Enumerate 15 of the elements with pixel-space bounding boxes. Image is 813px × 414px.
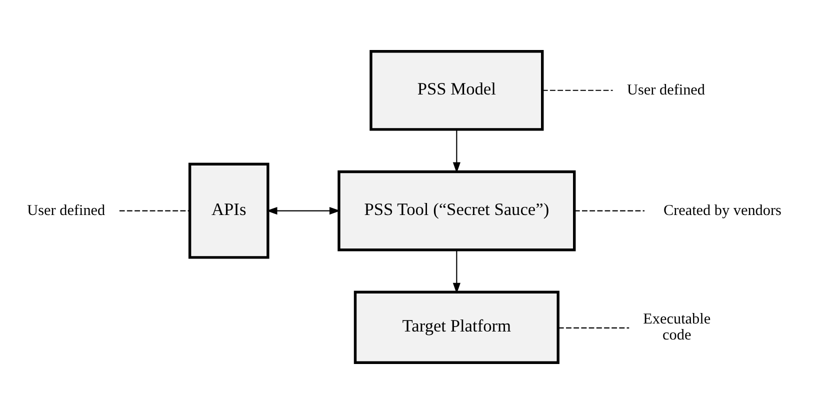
node-box: PSS Tool (“Secret Sauce”) xyxy=(338,170,576,252)
node-text: User defined xyxy=(27,202,106,219)
connector xyxy=(119,210,190,212)
arrow xyxy=(266,207,340,215)
node-text: Executable code xyxy=(643,310,711,344)
node-text: User defined xyxy=(627,81,705,98)
connector xyxy=(542,90,613,91)
connector xyxy=(574,210,644,212)
node-box: APIs xyxy=(188,162,270,259)
node-text: Created by vendors xyxy=(663,202,782,219)
node-box: PSS Model xyxy=(370,50,544,131)
arrow xyxy=(452,129,460,174)
arrow xyxy=(452,250,460,294)
node-box: Target Platform xyxy=(354,290,560,364)
connector xyxy=(558,327,630,328)
